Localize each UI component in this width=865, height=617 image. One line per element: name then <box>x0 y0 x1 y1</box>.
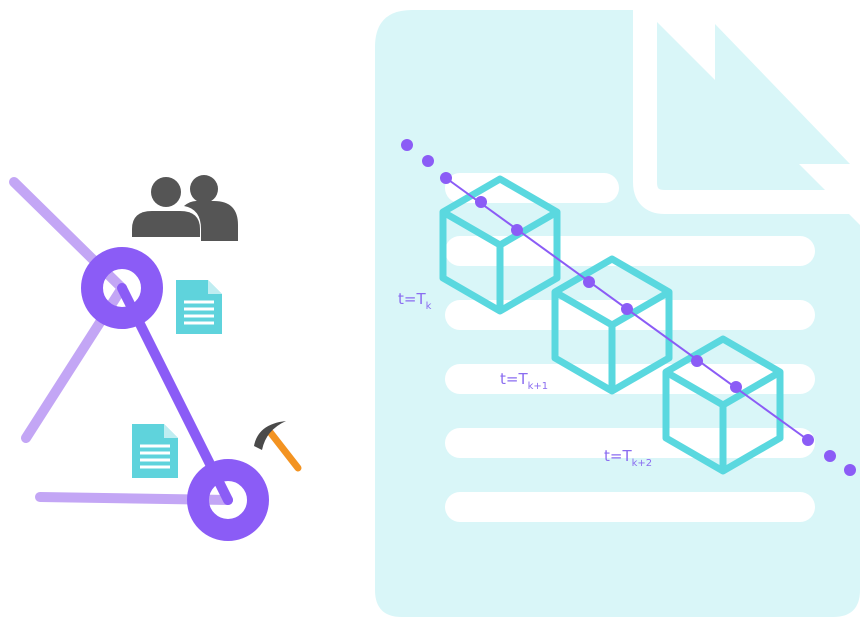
timestamp-main: t=T <box>604 447 632 465</box>
chain-dot <box>440 172 452 184</box>
chain-dot <box>511 224 523 236</box>
chain <box>401 139 856 476</box>
timestamp-subscript: k+2 <box>632 458 653 469</box>
chain-dot <box>475 196 487 208</box>
block-cube-icon <box>439 175 561 315</box>
chain-dot <box>802 434 814 446</box>
timestamp-label: t=Tk+1 <box>500 370 548 392</box>
chain-dot <box>401 139 413 151</box>
timestamp-subscript: k+1 <box>528 381 549 392</box>
block-cube-icon <box>662 335 784 475</box>
document-fold-corner <box>715 24 850 164</box>
timestamp-main: t=T <box>398 290 426 308</box>
network-node <box>81 247 163 329</box>
file-icon <box>176 280 222 334</box>
chain-dot <box>691 355 703 367</box>
timestamp-label: t=Tk+2 <box>604 447 652 469</box>
timestamp-subscript: k <box>426 301 432 312</box>
chain-dot <box>824 450 836 462</box>
timestamp-main: t=T <box>500 370 528 388</box>
network-node <box>187 459 269 541</box>
chain-dot <box>621 303 633 315</box>
file-icon <box>132 424 178 478</box>
chain-dot <box>583 276 595 288</box>
users-icon <box>132 175 238 241</box>
chain-dot <box>730 381 742 393</box>
pickaxe-icon <box>254 421 302 472</box>
chain-dot <box>422 155 434 167</box>
block-cube-icon <box>551 255 673 395</box>
block-cubes <box>439 175 784 475</box>
timestamp-label: t=Tk <box>398 290 432 312</box>
document-fold <box>633 10 860 214</box>
document-icon <box>375 10 860 617</box>
chain-dot <box>844 464 856 476</box>
